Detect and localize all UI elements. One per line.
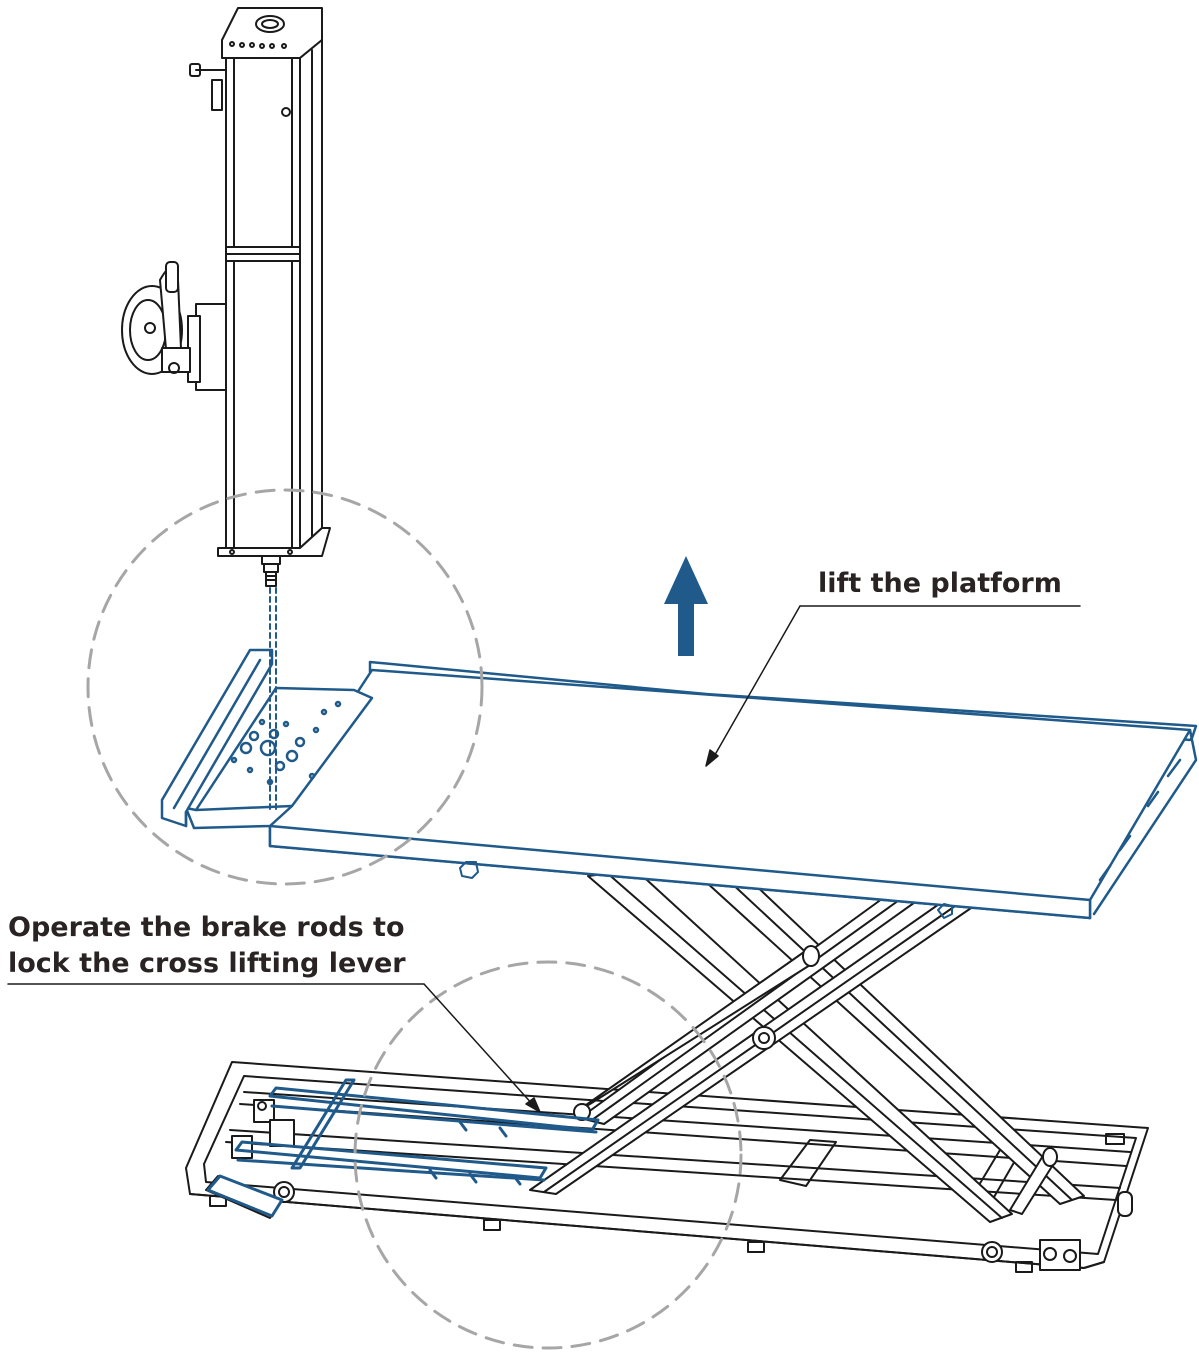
alignment-guide [269,587,277,813]
lift-platform-label: lift the platform [818,568,1062,599]
brake-label-line-2: lock the cross lifting lever [8,948,406,979]
lifting-column [121,7,331,587]
brake-crank-handle [206,1174,284,1218]
leader-line-brake [7,983,541,1113]
arrow-up-icon [664,556,708,656]
callout-circle-brake-rods [353,960,743,1350]
platform-hangers [459,861,953,919]
lifting-platform [160,648,1198,920]
leader-line-lift [705,605,1081,767]
brake-rods [234,1078,600,1186]
callout-circle-column-mount [86,488,484,886]
brake-rods-label: Operate the brake rods to lock the cross… [8,910,406,982]
brake-label-line-1: Operate the brake rods to [8,912,405,943]
